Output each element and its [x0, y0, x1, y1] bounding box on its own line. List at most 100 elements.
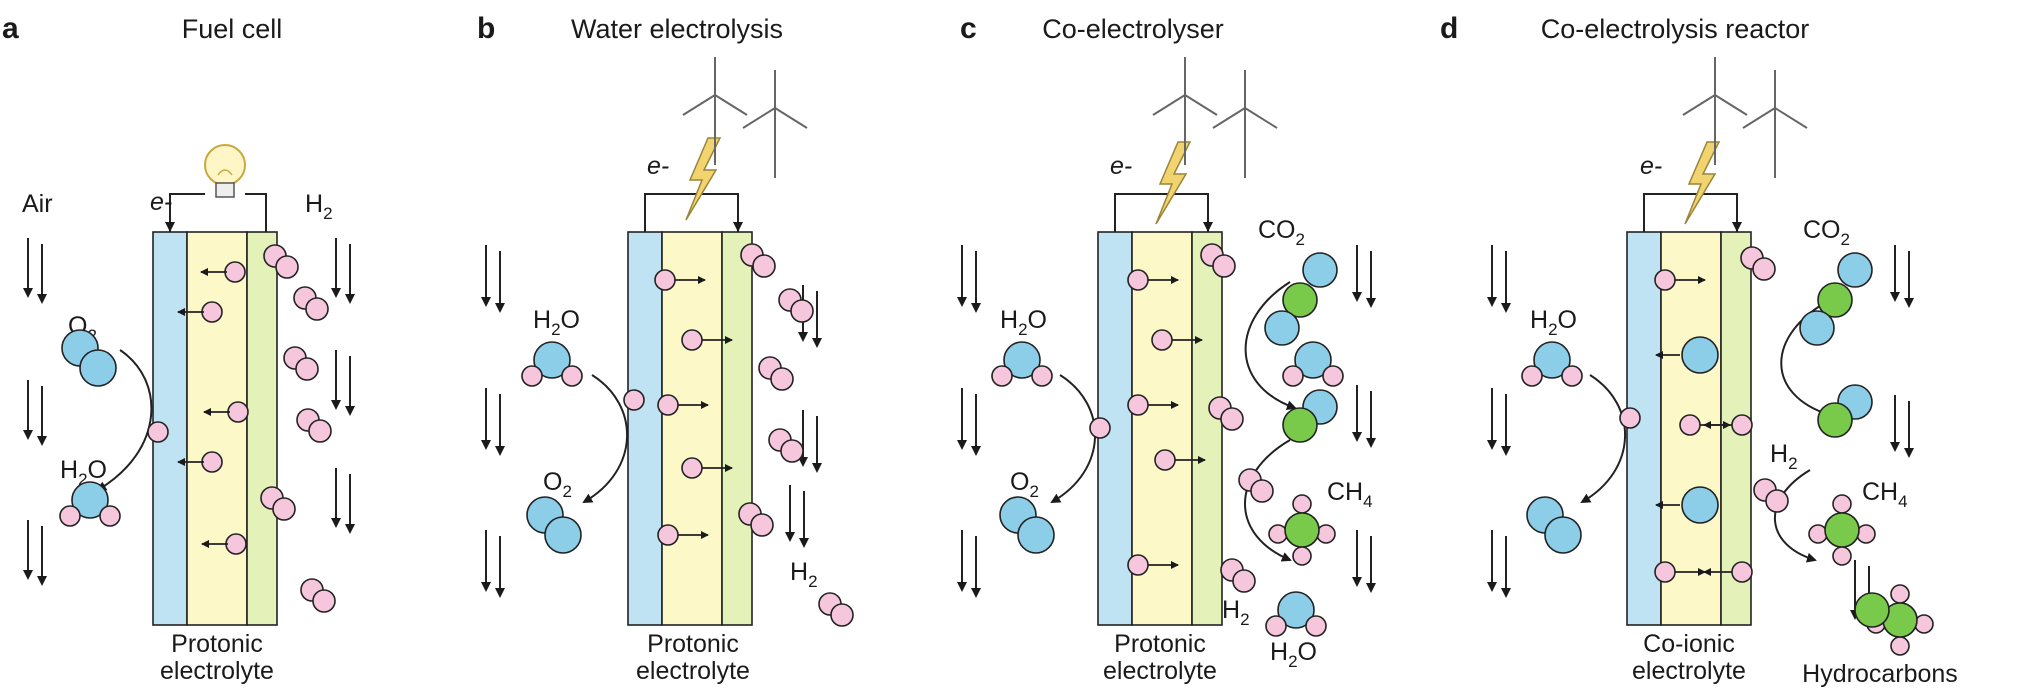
ch4-molecule: [1890, 584, 1910, 604]
h2-molecule: [275, 255, 299, 279]
proton: [1127, 394, 1149, 416]
wind-turbine-icon: [1184, 94, 1218, 116]
caption-line2: electrolyte: [1103, 657, 1217, 685]
h2o-label: H2O: [1530, 306, 1577, 339]
h2-molecule: [780, 439, 804, 463]
panel-letter: c: [960, 12, 977, 45]
h2o-molecule: [1277, 591, 1315, 629]
panel-title: Co-electrolyser: [1042, 14, 1224, 44]
h2o-molecule: [99, 505, 121, 527]
reaction-curve: [96, 349, 153, 492]
co2-label: CO2: [1258, 216, 1305, 249]
electron-label: e-: [1110, 152, 1132, 180]
proton: [1654, 269, 1676, 291]
o2-label: O2: [543, 468, 572, 501]
h2-molecule: [1232, 569, 1256, 593]
proton: [201, 301, 223, 323]
proton: [1731, 414, 1753, 436]
lightning-bolt-icon: [685, 137, 722, 221]
proton: [681, 457, 703, 479]
cathode-layer: [627, 231, 663, 626]
caption-line1: Protonic: [647, 630, 739, 658]
h2-label: H2: [1770, 440, 1798, 473]
ch4-molecule: [1284, 512, 1320, 548]
proton: [1154, 449, 1176, 471]
co2-molecule: [1799, 310, 1835, 346]
h2o-molecule: [1282, 365, 1304, 387]
anode-layer: [1191, 231, 1223, 626]
wind-turbine-icon: [1152, 94, 1186, 116]
h2o-molecule: [1003, 341, 1041, 379]
panel-letter: a: [2, 12, 19, 45]
h2-label: H2: [790, 558, 818, 591]
oxide-ion: [1681, 486, 1719, 524]
h2o-molecule: [1561, 365, 1583, 387]
ch4-molecule: [1914, 614, 1934, 634]
h2o-label: H2O: [533, 306, 580, 339]
h2-molecule: [770, 367, 794, 391]
proton: [1151, 329, 1173, 351]
proton: [681, 329, 703, 351]
h2-molecule: [1765, 489, 1789, 513]
wind-turbine-icon: [1682, 94, 1716, 116]
caption-line2: electrolyte: [636, 657, 750, 685]
h2o-molecule: [521, 365, 543, 387]
electron-label: e-: [647, 152, 669, 180]
h2o-molecule: [1533, 341, 1571, 379]
h2o-product-label: H2O: [1270, 638, 1317, 671]
lightning-bolt-icon: [1684, 141, 1721, 225]
proton: [657, 394, 679, 416]
wind-turbine-icon: [742, 107, 776, 129]
ch4-molecule: [1808, 524, 1828, 544]
proton: [224, 261, 246, 283]
co-molecule: [1282, 407, 1318, 443]
panel-letter: b: [477, 12, 495, 45]
wind-turbine-icon: [1212, 107, 1246, 129]
ch4-molecule: [1832, 494, 1852, 514]
panel-d: d Co-electrolysis reactor e- H2O CO2 H2 …: [1440, 12, 1958, 688]
wind-turbine-icon: [1714, 94, 1748, 116]
h2-molecule: [1250, 479, 1274, 503]
h2o-molecule: [71, 481, 109, 519]
ch4-molecule: [1890, 636, 1910, 656]
proton: [1127, 554, 1149, 576]
reduction-curve-2: [1244, 439, 1292, 562]
proton: [225, 533, 247, 555]
h2o-molecule: [1521, 365, 1543, 387]
reduction-curve-1: [1244, 281, 1297, 411]
h2-molecule: [790, 299, 814, 323]
h2o-label: H2O: [1000, 306, 1047, 339]
wind-turbine-icon: [1244, 107, 1278, 129]
proton: [201, 451, 223, 473]
ch4-label: CH4: [1327, 478, 1373, 511]
h2-molecule: [308, 419, 332, 443]
caption-line1: Protonic: [1114, 630, 1206, 658]
oxide-ion: [1681, 336, 1719, 374]
proton: [1089, 417, 1111, 439]
h2-molecule: [312, 589, 336, 613]
proton: [657, 524, 679, 546]
h2o-molecule: [1322, 365, 1344, 387]
co-molecule: [1817, 402, 1853, 438]
anode-layer: [246, 231, 278, 626]
h2o-molecule: [1305, 615, 1327, 637]
h2o-label: H2O: [60, 456, 107, 489]
o2-molecule: [544, 516, 582, 554]
h2-molecule: [830, 603, 854, 627]
h2o-molecule: [1031, 365, 1053, 387]
proton: [1619, 407, 1641, 429]
ch4-label: CH4: [1862, 478, 1908, 511]
wind-turbine-icon: [1742, 107, 1776, 129]
proton: [1731, 561, 1753, 583]
h2o-molecule: [533, 341, 571, 379]
electron-label: e-: [150, 188, 172, 216]
h2-molecule: [1752, 257, 1776, 281]
co2-molecule: [1302, 252, 1338, 288]
reduction-curve-2: [1773, 469, 1817, 563]
h2-molecule: [1212, 254, 1236, 278]
reaction-curve: [582, 374, 628, 503]
electrolyte-layer: [186, 231, 248, 626]
electrolyte-layer: [661, 231, 723, 626]
